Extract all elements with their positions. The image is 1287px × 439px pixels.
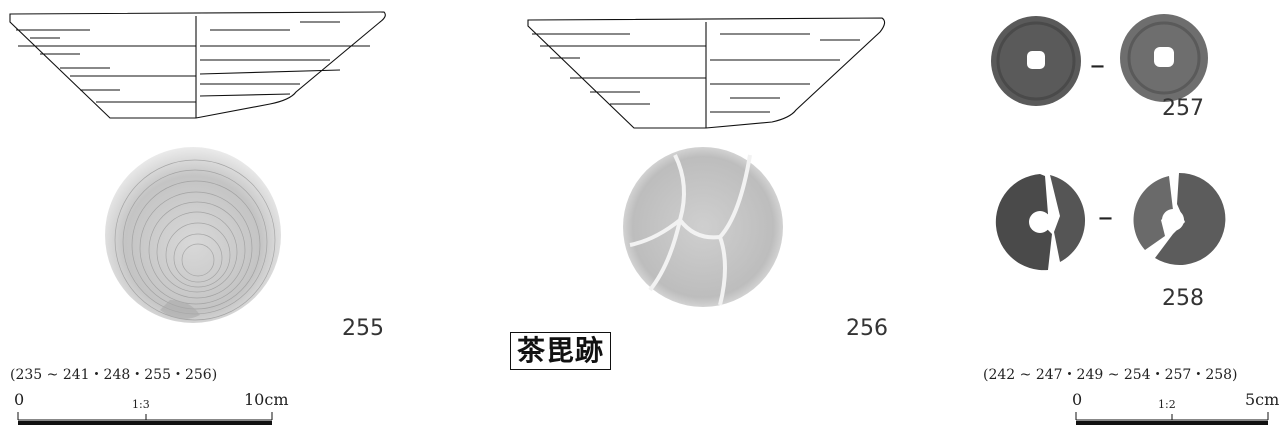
coin-258-obverse	[995, 174, 1086, 271]
figure-number-255: 255	[342, 316, 384, 341]
left-scale-bar	[17, 412, 273, 425]
left-group-caption: (235 ~ 241・248・255・256)	[10, 367, 218, 383]
separator-dash-258: –	[1098, 200, 1113, 235]
right-scale-end: 5cm	[1245, 390, 1280, 409]
right-group-caption: (242 ~ 247・249 ~ 254・257・258)	[983, 367, 1238, 383]
left-scale-start: 0	[14, 390, 25, 409]
coin-258-reverse	[1133, 172, 1226, 265]
coin-257-obverse	[991, 16, 1081, 106]
bowl-255-base-photo	[105, 147, 281, 323]
right-scale-start: 0	[1072, 390, 1083, 409]
left-scale-ratio: 1:3	[132, 398, 150, 411]
bowl-255-profile-drawing	[9, 11, 386, 119]
separator-dash-257: –	[1090, 48, 1105, 83]
figure-number-257: 257	[1162, 96, 1204, 121]
figure-number-258: 258	[1162, 286, 1204, 311]
figure-number-256: 256	[846, 316, 888, 341]
bowl-256-profile-drawing	[527, 17, 886, 129]
bowl-256-base-photo	[623, 147, 783, 307]
left-scale-end: 10cm	[244, 390, 289, 409]
site-label: 茶毘跡	[510, 332, 612, 370]
right-scale-bar	[1075, 412, 1269, 425]
coin-257-reverse	[1120, 14, 1208, 102]
right-scale-ratio: 1:2	[1158, 398, 1176, 411]
